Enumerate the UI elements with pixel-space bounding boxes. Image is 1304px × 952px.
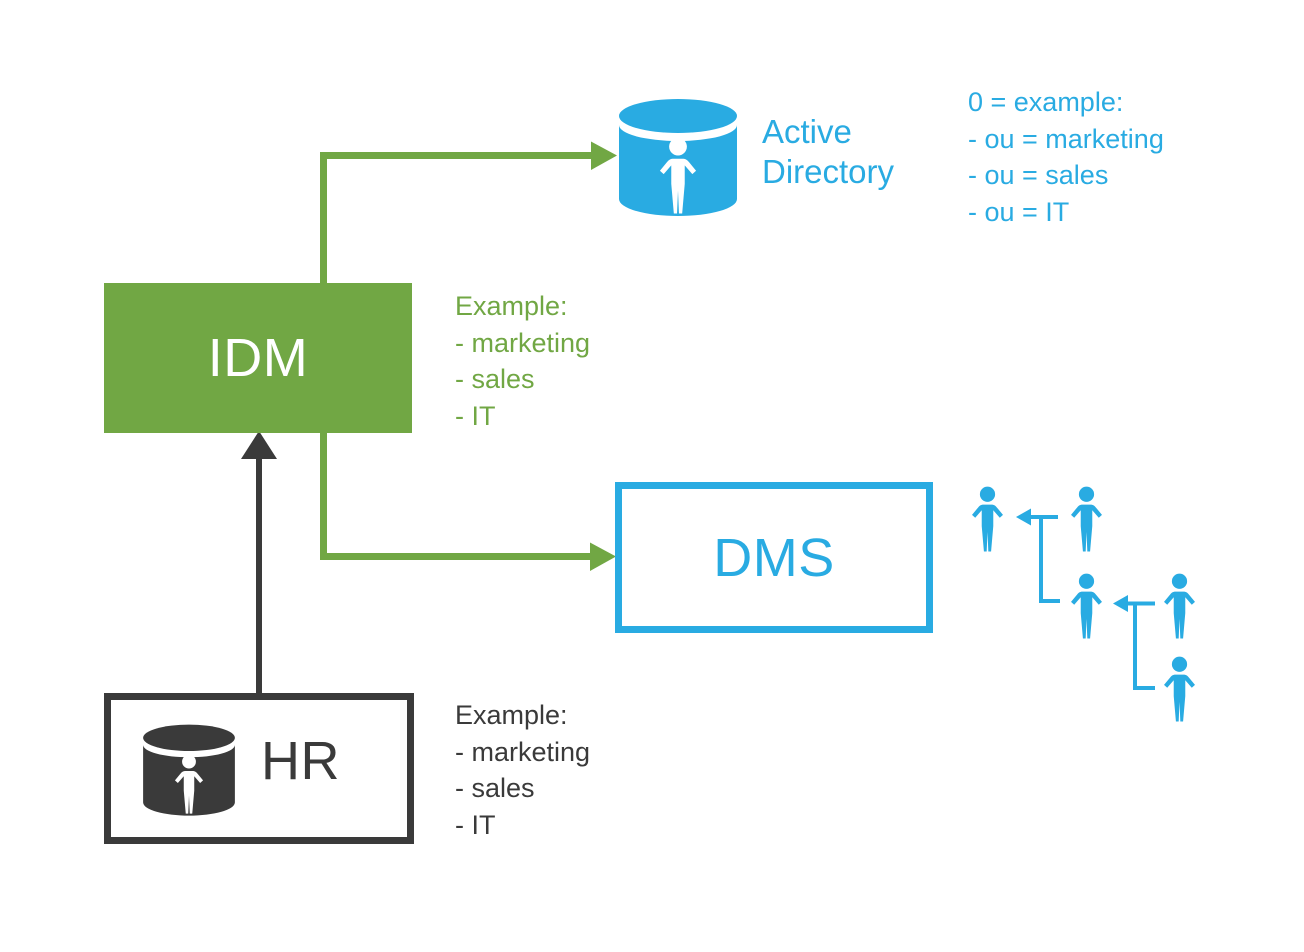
person-icon [1070,485,1103,553]
org-connector-1 [1016,508,1060,603]
person-icon [1163,655,1196,723]
person-icon [971,485,1004,553]
active-directory-note: 0 = example: - ou = marketing - ou = sal… [968,84,1164,230]
org-connector-2 [1113,595,1155,690]
dms-node: DMS [615,482,933,633]
note-line: - sales [455,364,535,394]
idm-node: IDM [104,283,412,433]
person-icon [1163,572,1196,640]
dms-label: DMS [713,527,835,588]
idm-label: IDM [207,328,309,388]
arrow-idm-to-dms [320,432,616,571]
idm-note: Example: - marketing - sales - IT [455,288,590,434]
note-line: - ou = IT [968,196,1070,227]
note-line: - ou = marketing [968,123,1164,154]
arrowhead-right-icon [590,542,616,571]
note-line: - IT [455,400,496,431]
active-directory-label: Active Directory [762,112,894,192]
hr-label: HR [261,731,340,791]
arrow-idm-to-active-directory [320,141,617,283]
note-line: - marketing [455,736,591,767]
note-line: - ou = sales [968,160,1109,190]
arrow-hr-to-idm [241,431,277,694]
hr-database-icon [140,723,238,818]
hr-note: Example: - marketing - sales - IT [455,697,590,843]
note-line: 0 = example: [968,87,1124,117]
person-icon [1070,572,1103,640]
arrowhead-right-icon [591,141,617,170]
arrowhead-left-icon [1113,595,1128,612]
note-line: Example: [455,291,568,321]
note-line: - IT [455,809,496,840]
active-directory-database-icon [615,97,741,219]
arrowhead-up-icon [241,431,277,459]
hr-node: HR [104,693,414,844]
note-line: - marketing [455,327,591,358]
note-line: - sales [455,773,535,803]
active-directory-label-line2: Directory [762,153,895,190]
arrowhead-left-icon [1016,508,1031,526]
active-directory-label-line1: Active [762,113,852,150]
note-line: Example: [455,700,568,730]
